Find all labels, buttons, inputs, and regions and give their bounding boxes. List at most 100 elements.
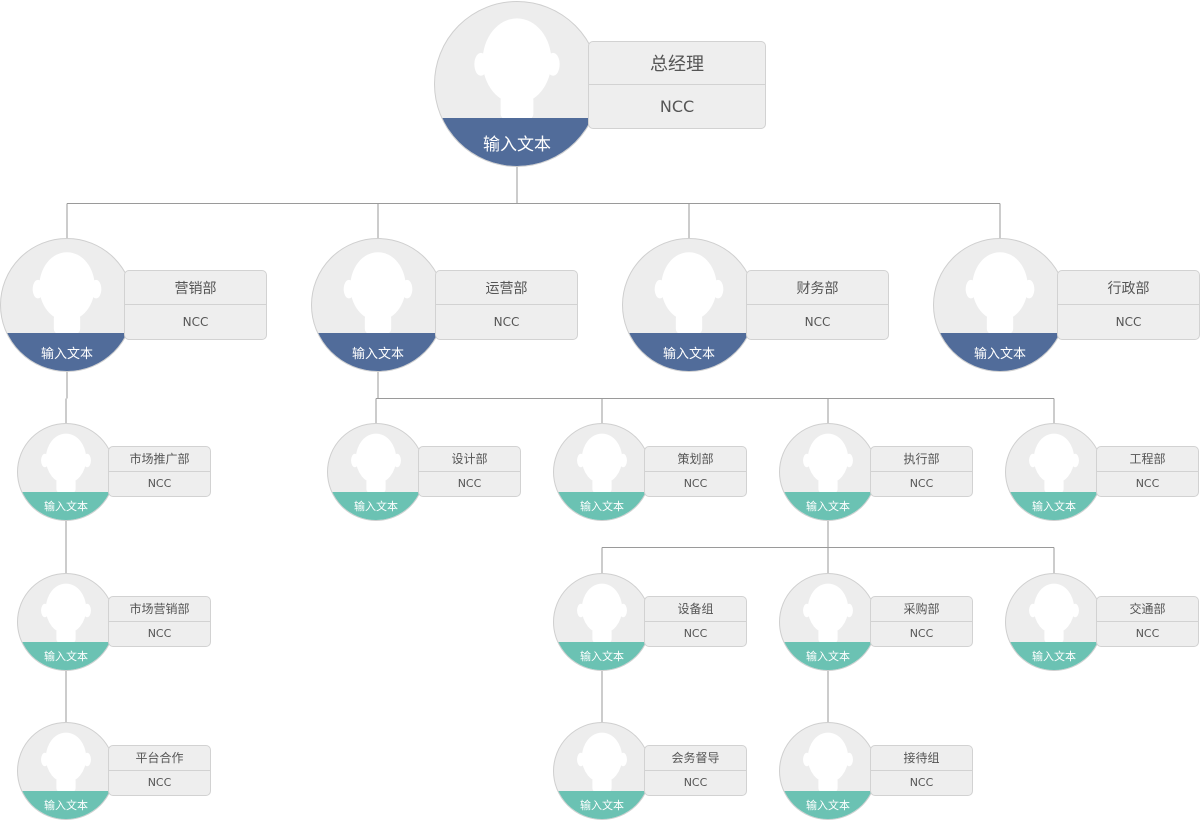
org-node-engineering[interactable]: 输入文本 工程部 NCC — [1005, 423, 1200, 521]
node-subtitle: NCC — [1135, 477, 1160, 491]
info-card: 行政部 NCC — [1057, 270, 1200, 340]
org-node-administration[interactable]: 输入文本 行政部 NCC — [933, 238, 1200, 373]
avatar-band-label: 输入文本 — [780, 492, 876, 520]
info-card: 市场推广部 NCC — [108, 446, 211, 497]
avatar-band-label: 输入文本 — [554, 492, 650, 520]
org-node-reception[interactable]: 输入文本 接待组 NCC — [779, 722, 974, 820]
avatar: 输入文本 — [434, 1, 600, 167]
avatar: 输入文本 — [1005, 423, 1103, 521]
node-subtitle: NCC — [909, 627, 934, 641]
info-card: 策划部 NCC — [644, 446, 747, 497]
avatar-band-label: 输入文本 — [780, 642, 876, 670]
node-title: 设计部 — [419, 447, 520, 472]
info-card: 采购部 NCC — [870, 596, 973, 647]
node-subtitle: NCC — [659, 97, 695, 116]
avatar-band-label: 输入文本 — [435, 118, 599, 166]
org-node-transport[interactable]: 输入文本 交通部 NCC — [1005, 573, 1200, 671]
org-node-execution[interactable]: 输入文本 执行部 NCC — [779, 423, 974, 521]
org-node-planning[interactable]: 输入文本 策划部 NCC — [553, 423, 748, 521]
avatar: 输入文本 — [553, 722, 651, 820]
org-node-procurement[interactable]: 输入文本 采购部 NCC — [779, 573, 974, 671]
org-node-general-manager[interactable]: 输入文本 总经理 NCC — [434, 1, 769, 171]
org-node-operations[interactable]: 输入文本 运营部 NCC — [311, 238, 579, 373]
avatar: 输入文本 — [311, 238, 445, 372]
node-title: 市场营销部 — [109, 597, 210, 622]
avatar-band-label: 输入文本 — [780, 791, 876, 819]
info-card: 工程部 NCC — [1096, 446, 1199, 497]
node-title: 采购部 — [871, 597, 972, 622]
info-card: 平台合作 NCC — [108, 745, 211, 796]
node-title: 营销部 — [125, 271, 266, 305]
node-title: 执行部 — [871, 447, 972, 472]
info-card: 接待组 NCC — [870, 745, 973, 796]
avatar-band-label: 输入文本 — [18, 642, 114, 670]
org-node-market-sales[interactable]: 输入文本 市场营销部 NCC — [17, 573, 212, 671]
node-subtitle: NCC — [147, 477, 172, 491]
node-subtitle: NCC — [147, 627, 172, 641]
info-card: 总经理 NCC — [588, 41, 766, 129]
node-subtitle: NCC — [909, 776, 934, 790]
node-subtitle: NCC — [683, 477, 708, 491]
node-subtitle: NCC — [147, 776, 172, 790]
node-title: 平台合作 — [109, 746, 210, 771]
node-subtitle: NCC — [1135, 627, 1160, 641]
info-card: 会务督导 NCC — [644, 745, 747, 796]
node-title: 工程部 — [1097, 447, 1198, 472]
node-subtitle: NCC — [683, 776, 708, 790]
avatar-band-label: 输入文本 — [18, 492, 114, 520]
node-title: 市场推广部 — [109, 447, 210, 472]
node-title: 运营部 — [436, 271, 577, 305]
org-node-marketing[interactable]: 输入文本 营销部 NCC — [0, 238, 268, 373]
avatar: 输入文本 — [1005, 573, 1103, 671]
avatar: 输入文本 — [17, 423, 115, 521]
node-subtitle: NCC — [493, 315, 520, 329]
info-card: 财务部 NCC — [746, 270, 889, 340]
node-title: 行政部 — [1058, 271, 1199, 305]
avatar: 输入文本 — [17, 722, 115, 820]
avatar: 输入文本 — [327, 423, 425, 521]
org-node-conference-supervision[interactable]: 输入文本 会务督导 NCC — [553, 722, 748, 820]
avatar-band-label: 输入文本 — [1006, 642, 1102, 670]
node-title: 会务督导 — [645, 746, 746, 771]
org-node-design[interactable]: 输入文本 设计部 NCC — [327, 423, 522, 521]
avatar-band-label: 输入文本 — [623, 333, 755, 371]
avatar: 输入文本 — [779, 423, 877, 521]
org-node-equipment[interactable]: 输入文本 设备组 NCC — [553, 573, 748, 671]
node-subtitle: NCC — [1115, 315, 1142, 329]
info-card: 设计部 NCC — [418, 446, 521, 497]
avatar-band-label: 输入文本 — [1, 333, 133, 371]
node-title: 策划部 — [645, 447, 746, 472]
avatar-band-label: 输入文本 — [1006, 492, 1102, 520]
info-card: 执行部 NCC — [870, 446, 973, 497]
avatar: 输入文本 — [622, 238, 756, 372]
avatar: 输入文本 — [553, 573, 651, 671]
avatar: 输入文本 — [17, 573, 115, 671]
avatar-band-label: 输入文本 — [554, 642, 650, 670]
org-node-market-promotion[interactable]: 输入文本 市场推广部 NCC — [17, 423, 212, 521]
avatar-band-label: 输入文本 — [312, 333, 444, 371]
info-card: 设备组 NCC — [644, 596, 747, 647]
node-subtitle: NCC — [182, 315, 209, 329]
avatar: 输入文本 — [779, 573, 877, 671]
org-node-finance[interactable]: 输入文本 财务部 NCC — [622, 238, 890, 373]
info-card: 运营部 NCC — [435, 270, 578, 340]
node-subtitle: NCC — [804, 315, 831, 329]
avatar: 输入文本 — [779, 722, 877, 820]
node-subtitle: NCC — [683, 627, 708, 641]
node-subtitle: NCC — [457, 477, 482, 491]
node-title: 交通部 — [1097, 597, 1198, 622]
node-subtitle: NCC — [909, 477, 934, 491]
avatar-band-label: 输入文本 — [934, 333, 1066, 371]
avatar: 输入文本 — [553, 423, 651, 521]
info-card: 市场营销部 NCC — [108, 596, 211, 647]
info-card: 交通部 NCC — [1096, 596, 1199, 647]
org-node-platform-cooperation[interactable]: 输入文本 平台合作 NCC — [17, 722, 212, 820]
node-title: 总经理 — [589, 42, 765, 85]
avatar-band-label: 输入文本 — [18, 791, 114, 819]
node-title: 接待组 — [871, 746, 972, 771]
avatar: 输入文本 — [0, 238, 134, 372]
node-title: 设备组 — [645, 597, 746, 622]
avatar: 输入文本 — [933, 238, 1067, 372]
avatar-band-label: 输入文本 — [328, 492, 424, 520]
